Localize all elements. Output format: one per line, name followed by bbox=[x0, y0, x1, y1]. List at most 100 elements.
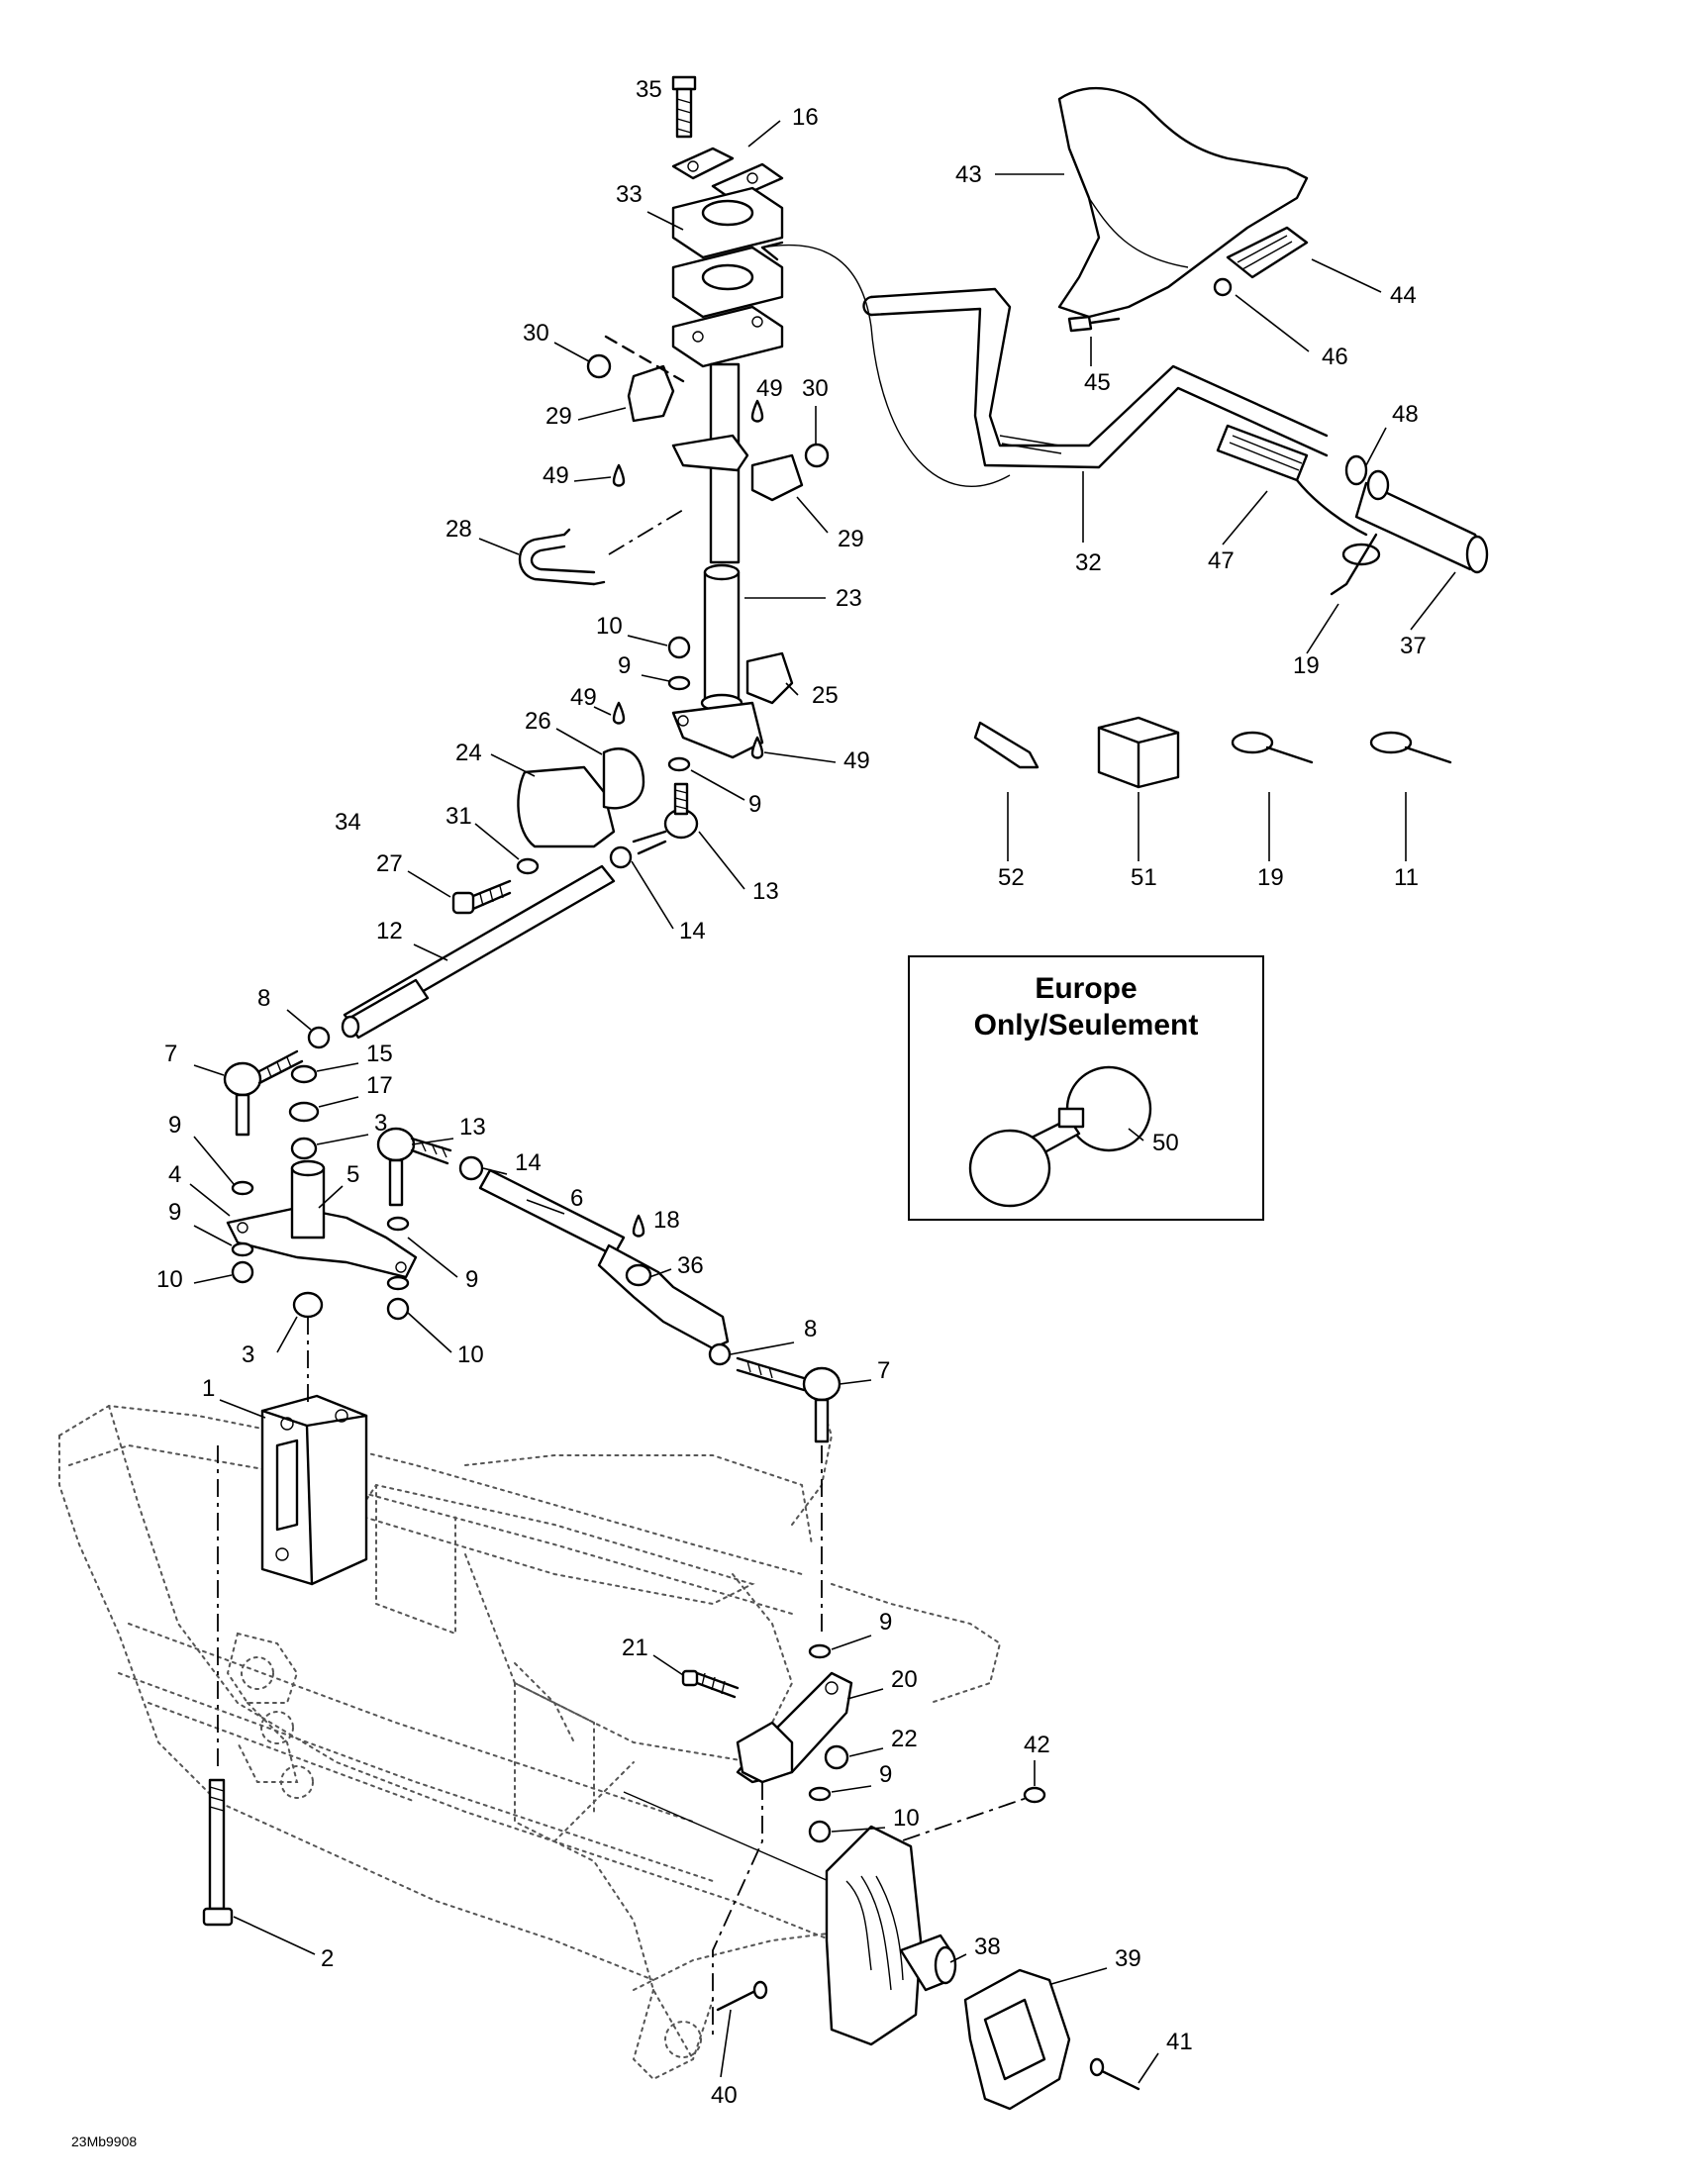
callout-10b: 10 bbox=[156, 1266, 183, 1293]
leader-line-29a bbox=[577, 407, 627, 421]
callout-39: 39 bbox=[1115, 1945, 1141, 1972]
handlebar-pad-43 bbox=[1057, 86, 1309, 319]
u-bolt-28 bbox=[518, 528, 606, 586]
bracket-24 bbox=[517, 747, 645, 848]
leader-line-9d bbox=[407, 1237, 458, 1278]
callout-11: 11 bbox=[1394, 864, 1419, 891]
leader-line-30a bbox=[553, 342, 590, 362]
callout-15: 15 bbox=[366, 1041, 393, 1067]
hose-arrow-curve bbox=[761, 244, 1011, 487]
callout-46: 46 bbox=[1322, 344, 1348, 370]
leader-line-40 bbox=[720, 2009, 732, 2078]
callout-29b: 29 bbox=[838, 526, 864, 552]
washer-9-top bbox=[667, 675, 691, 691]
leader-line-46 bbox=[1235, 294, 1310, 352]
leader-line-9f bbox=[831, 1635, 872, 1650]
leader-line-25 bbox=[785, 682, 799, 696]
steering-arm-20 bbox=[736, 1671, 853, 1784]
leader-line-36 bbox=[648, 1268, 672, 1278]
leader-line-3b bbox=[276, 1316, 298, 1353]
callout-36: 36 bbox=[677, 1252, 704, 1279]
plates-16 bbox=[671, 147, 784, 202]
rod-end-13-top bbox=[632, 782, 699, 855]
rod-end-7-right bbox=[736, 1356, 842, 1443]
figure-code: 23Mb9908 bbox=[71, 2134, 137, 2149]
leader-line-41 bbox=[1138, 2052, 1159, 2084]
callout-37: 37 bbox=[1400, 633, 1427, 659]
leader-line-49a bbox=[573, 476, 612, 482]
inset-title-line1: Europe bbox=[1035, 972, 1137, 1005]
leader-line-16 bbox=[747, 120, 781, 148]
leader-line-8b bbox=[730, 1341, 795, 1355]
callout-3b: 3 bbox=[242, 1341, 254, 1368]
bracket-25 bbox=[745, 651, 794, 705]
leader-line-49d bbox=[593, 706, 612, 716]
leader-line-9a bbox=[641, 674, 670, 682]
callout-51: 51 bbox=[1131, 864, 1157, 891]
callout-21: 21 bbox=[622, 1635, 648, 1661]
leader-line-44 bbox=[1311, 258, 1382, 293]
callout-19b: 19 bbox=[1257, 864, 1284, 891]
callout-34: 34 bbox=[335, 809, 361, 836]
callout-4: 4 bbox=[168, 1161, 181, 1188]
leader-line-21 bbox=[652, 1654, 684, 1676]
bushing-29-left bbox=[627, 364, 749, 472]
grease-49-b bbox=[750, 399, 764, 423]
callout-9f: 9 bbox=[879, 1609, 892, 1636]
leader-line-50 bbox=[1128, 1128, 1144, 1142]
tie-rod-12 bbox=[341, 864, 616, 1040]
leader-line-2 bbox=[233, 1916, 316, 1955]
callout-48: 48 bbox=[1392, 401, 1419, 428]
arrow-head bbox=[760, 241, 784, 261]
callout-14b: 14 bbox=[515, 1149, 542, 1176]
callout-30b: 30 bbox=[802, 375, 829, 402]
nut-8-bottom bbox=[708, 1342, 732, 1366]
column-23-top bbox=[703, 563, 741, 581]
centerline-42 bbox=[870, 1796, 1031, 1852]
callout-9g: 9 bbox=[879, 1761, 892, 1788]
callout-5: 5 bbox=[346, 1161, 359, 1188]
callout-9a: 9 bbox=[618, 652, 631, 679]
clamp-blocks-33 bbox=[671, 186, 784, 368]
tie-rod-6 bbox=[478, 1168, 730, 1350]
callout-18: 18 bbox=[653, 1207, 680, 1234]
callout-1: 1 bbox=[202, 1375, 215, 1402]
leader-line-38 bbox=[949, 1953, 967, 1963]
leader-line-10c bbox=[407, 1312, 452, 1353]
rod-end-7-left bbox=[223, 1049, 304, 1137]
callout-24: 24 bbox=[455, 740, 482, 766]
washer-9-arm-left bbox=[231, 1241, 254, 1257]
leader-line-8a bbox=[286, 1009, 312, 1031]
callout-13a: 13 bbox=[752, 878, 779, 905]
leader-line-6 bbox=[526, 1199, 565, 1215]
leader-line-9g bbox=[831, 1785, 872, 1793]
callout-9d: 9 bbox=[465, 1266, 478, 1293]
terminal-52 bbox=[973, 721, 1040, 769]
callout-43: 43 bbox=[955, 161, 982, 188]
tie-19-bottom bbox=[1231, 731, 1314, 764]
callout-40: 40 bbox=[711, 2082, 738, 2109]
callout-33: 33 bbox=[616, 181, 643, 208]
callout-35: 35 bbox=[636, 76, 662, 103]
washer-9-right-top bbox=[386, 1216, 410, 1232]
washer-9-right-bot bbox=[386, 1275, 410, 1291]
callout-10d: 10 bbox=[893, 1805, 920, 1832]
callout-9c: 9 bbox=[168, 1112, 181, 1139]
leader-line-9c bbox=[193, 1136, 235, 1185]
mount-block-1 bbox=[260, 1394, 368, 1586]
leader-line-4 bbox=[189, 1183, 231, 1217]
heating-element-47 bbox=[1216, 424, 1368, 537]
nut-10-top bbox=[667, 636, 691, 659]
callout-32: 32 bbox=[1075, 549, 1102, 576]
callout-8b: 8 bbox=[804, 1316, 817, 1342]
callout-47: 47 bbox=[1208, 547, 1235, 574]
leader-line-10a bbox=[627, 635, 668, 646]
leader-line-1 bbox=[219, 1399, 266, 1419]
boot-38 bbox=[825, 1825, 957, 2046]
nut-22 bbox=[824, 1744, 849, 1770]
callout-22: 22 bbox=[891, 1726, 918, 1752]
nut-10-arm-left bbox=[231, 1260, 254, 1284]
washer-9-bottom bbox=[808, 1786, 832, 1802]
